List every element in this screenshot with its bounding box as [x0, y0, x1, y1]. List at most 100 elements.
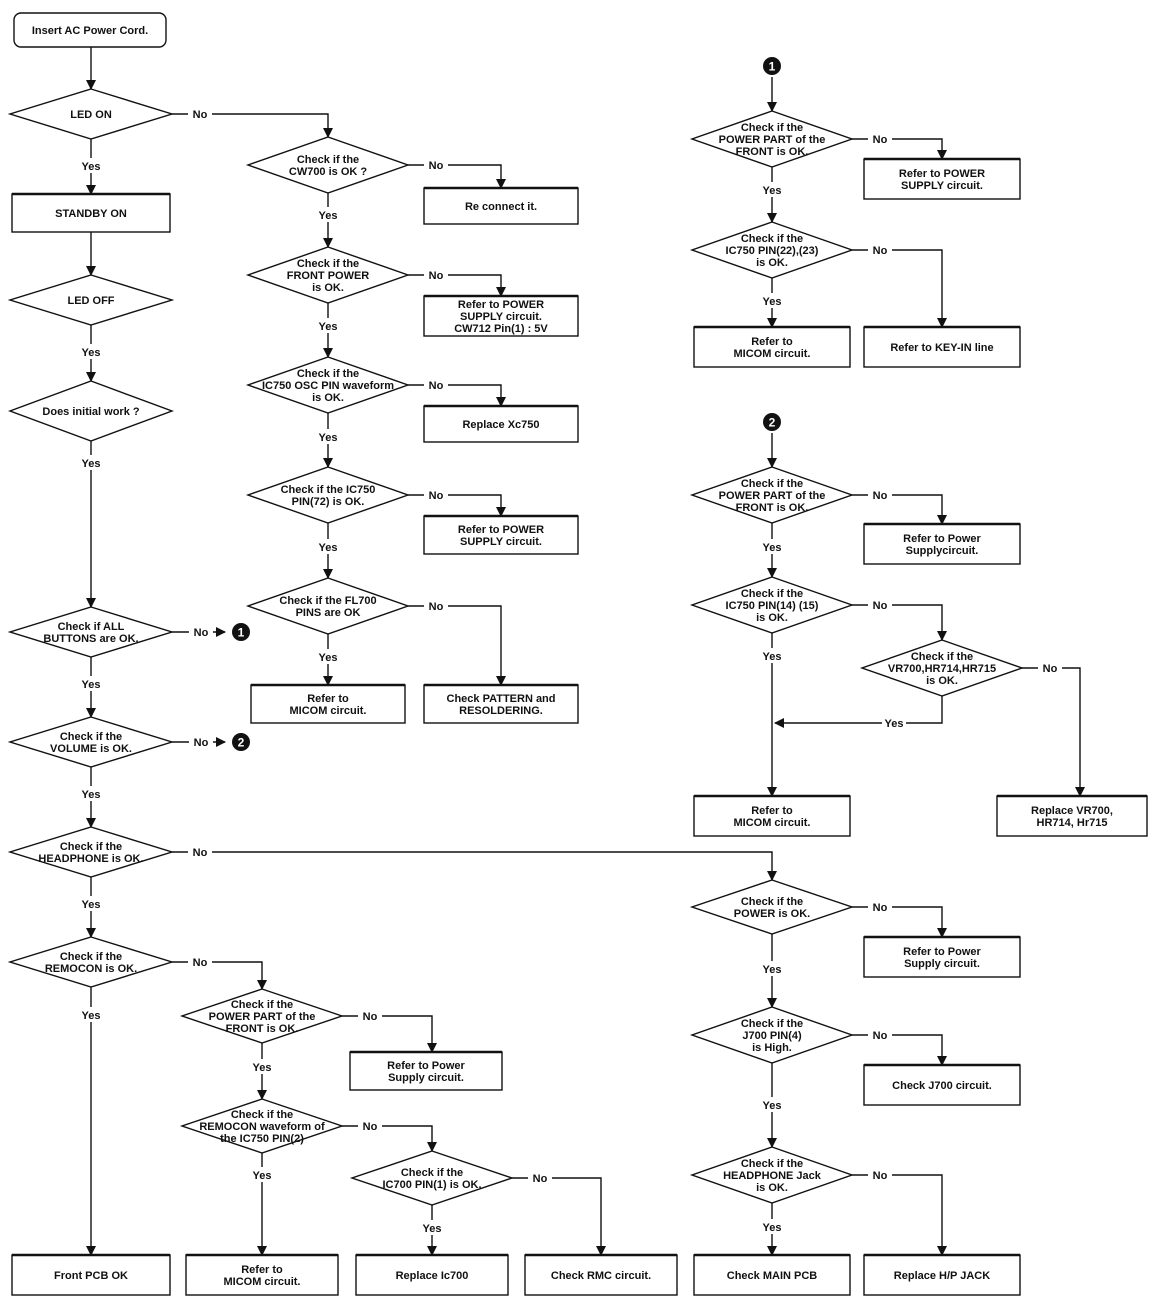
- flow-arrow: [852, 906, 947, 938]
- edge-label-background: [79, 344, 103, 359]
- node-text: the IC750 PIN(2): [220, 1133, 304, 1145]
- node-text: MICOM circuit.: [289, 705, 366, 717]
- process-box: [863, 326, 1021, 368]
- node-text: Check if the IC750: [281, 484, 376, 496]
- process-box: [13, 12, 167, 48]
- node-text: Check RMC circuit.: [551, 1270, 651, 1282]
- node-text: MICOM circuit.: [733, 348, 810, 360]
- edge-label-yes: Yes: [319, 542, 338, 554]
- flow-arrow: [1022, 667, 1085, 797]
- decision-diamond: [7, 606, 175, 658]
- node-text: Replace H/P JACK: [894, 1270, 990, 1282]
- flow-arrow: [408, 164, 506, 189]
- process-box: [693, 326, 851, 368]
- edge-label-yes: Yes: [319, 432, 338, 444]
- node-text: IC750 OSC PIN waveform: [262, 380, 394, 392]
- connector-circle: [763, 57, 781, 75]
- node-text: Check if the: [231, 1109, 293, 1121]
- flow-arrow: [172, 851, 777, 881]
- edge-label-yes: Yes: [319, 210, 338, 222]
- edge-label-yes: Yes: [82, 347, 101, 359]
- node-text: Refer to: [751, 805, 793, 817]
- edge-label-yes: Yes: [82, 161, 101, 173]
- edge-label-yes: Yes: [82, 899, 101, 911]
- node-replace-ic700: Replace Ic700: [355, 1253, 509, 1296]
- decision-diamond: [349, 1150, 515, 1206]
- node-front-pcb-ok: Front PCB OK: [11, 1253, 171, 1296]
- edge-label-background: [189, 734, 213, 749]
- process-box: [863, 523, 1021, 565]
- process-box: [11, 193, 171, 233]
- edge-label-background: [250, 1059, 274, 1074]
- edge-label-no: No: [363, 1011, 378, 1023]
- edge-label-no: No: [873, 1170, 888, 1182]
- process-box: [693, 1254, 851, 1296]
- node-text: LED OFF: [67, 295, 114, 307]
- decision-diamond: [7, 826, 175, 878]
- edge-label-no: No: [873, 1030, 888, 1042]
- edge-label-yes: Yes: [763, 1100, 782, 1112]
- node-text: Does initial work ?: [42, 406, 139, 418]
- edge-label-yes: Yes: [319, 321, 338, 333]
- node-led-off: LED OFF: [7, 274, 175, 326]
- flow-arrow: [512, 1177, 606, 1256]
- node-text: FRONT POWER: [287, 270, 370, 282]
- edge-label-background: [424, 487, 448, 502]
- process-box: [423, 684, 579, 724]
- node-text: VOLUME is OK.: [50, 743, 132, 755]
- edge-label-background: [760, 1097, 784, 1112]
- node-text: RESOLDERING.: [459, 705, 543, 717]
- node-text: Check if the: [231, 999, 293, 1011]
- node-text: Refer to POWER: [899, 168, 985, 180]
- edge-label-background: [868, 131, 892, 146]
- node-text: is OK.: [312, 282, 344, 294]
- edge-label-yes: Yes: [82, 679, 101, 691]
- connector-number: 2: [238, 736, 245, 750]
- edge-label-background: [188, 106, 212, 121]
- edge-label-background: [316, 318, 340, 333]
- node-text: Check if ALL: [58, 621, 125, 633]
- node-text: LED ON: [70, 109, 112, 121]
- node-text: CW700 is OK ?: [289, 166, 368, 178]
- node-text: is OK.: [312, 392, 344, 404]
- node-text: Check if the: [60, 731, 122, 743]
- decision-diamond: [689, 576, 855, 634]
- edge-label-no: No: [363, 1121, 378, 1133]
- decision-diamond: [859, 639, 1025, 697]
- edge-label-no: No: [533, 1173, 548, 1185]
- process-box: [423, 187, 579, 225]
- node-text: BUTTONS are OK.: [43, 633, 138, 645]
- decision-diamond: [689, 466, 855, 524]
- decision-diamond: [245, 466, 411, 524]
- node-initial: Does initial work ?: [7, 380, 175, 442]
- process-box: [863, 1254, 1021, 1296]
- edge-label-background: [188, 844, 212, 859]
- edge-label-background: [760, 648, 784, 663]
- node-text: VR700,HR714,HR715: [888, 663, 996, 675]
- edge-label-background: [250, 1167, 274, 1182]
- node-keyin: Refer to KEY-IN line: [863, 325, 1021, 368]
- node-text: HR714, Hr715: [1037, 817, 1108, 829]
- edge-label-background: [316, 649, 340, 664]
- node-text: POWER PART of the: [719, 490, 826, 502]
- flow-arrow: [172, 113, 333, 138]
- node-text: SUPPLY circuit.: [901, 180, 983, 192]
- node-text: HEADPHONE is OK.: [38, 853, 143, 865]
- node-text: Replace Xc750: [462, 419, 539, 431]
- node-text: Check if the: [297, 368, 359, 380]
- decision-diamond: [245, 356, 411, 414]
- node-main-pcb: Check MAIN PCB: [693, 1253, 851, 1296]
- edge-label-background: [316, 207, 340, 222]
- flow-arrow: [172, 961, 267, 990]
- decision-diamond: [7, 274, 175, 326]
